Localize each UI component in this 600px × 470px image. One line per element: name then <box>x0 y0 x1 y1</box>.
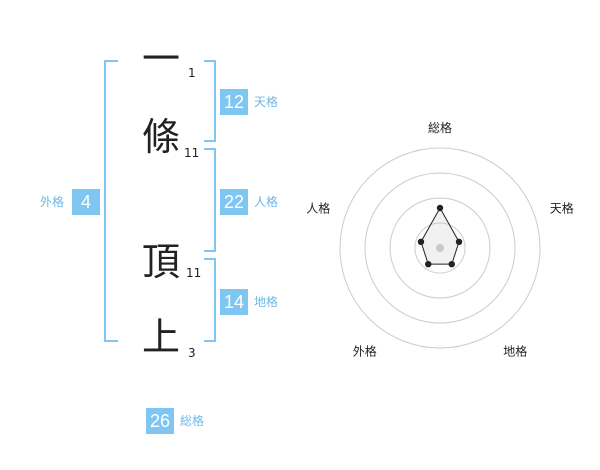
stroke-count-4: 3 <box>188 346 196 360</box>
stroke-count-2: 11 <box>184 146 200 160</box>
tenkaku-bracket <box>204 60 216 142</box>
radar-axis-label-5: 人格 <box>306 200 330 215</box>
gaikaku-value: 4 <box>72 189 100 215</box>
radar-series-polygon <box>420 206 460 265</box>
radar-point-2 <box>455 238 463 246</box>
radar-point-1 <box>436 204 444 212</box>
soukaku-label: 総格 <box>180 414 205 428</box>
stroke-count-1: 1 <box>188 66 196 80</box>
gaikaku-label: 外格 <box>40 195 65 209</box>
tenkaku-value: 12 <box>220 89 248 115</box>
name-char-1: 一 <box>142 37 181 81</box>
gaikaku-bracket <box>104 60 118 342</box>
radar-ring <box>364 172 516 324</box>
radar-center-dot <box>436 244 444 252</box>
radar-axis-label-1: 総格 <box>428 120 452 135</box>
radar-ring <box>339 147 541 349</box>
tenkaku-label: 天格 <box>254 95 279 109</box>
name-char-4: 上 <box>142 315 181 359</box>
radar-ring <box>414 222 466 274</box>
radar-ring <box>389 197 491 299</box>
radar-axis-label-2: 天格 <box>550 200 574 215</box>
radar-point-4 <box>425 260 432 268</box>
name-char-3: 頂 <box>142 240 181 284</box>
chikaku-bracket <box>204 258 216 342</box>
radar-point-3 <box>448 260 455 268</box>
chikaku-value: 14 <box>220 289 248 315</box>
radar-axis-label-4: 外格 <box>353 344 377 359</box>
jinkaku-bracket <box>204 148 216 252</box>
jinkaku-label: 人格 <box>254 195 279 209</box>
jinkaku-value: 22 <box>220 189 248 215</box>
radar-axis-label-3: 地格 <box>503 344 527 359</box>
name-char-2: 條 <box>142 115 181 159</box>
soukaku-value: 26 <box>146 408 174 434</box>
chikaku-label: 地格 <box>254 295 279 309</box>
radar-point-5 <box>417 238 425 246</box>
stroke-count-3: 11 <box>186 266 202 280</box>
